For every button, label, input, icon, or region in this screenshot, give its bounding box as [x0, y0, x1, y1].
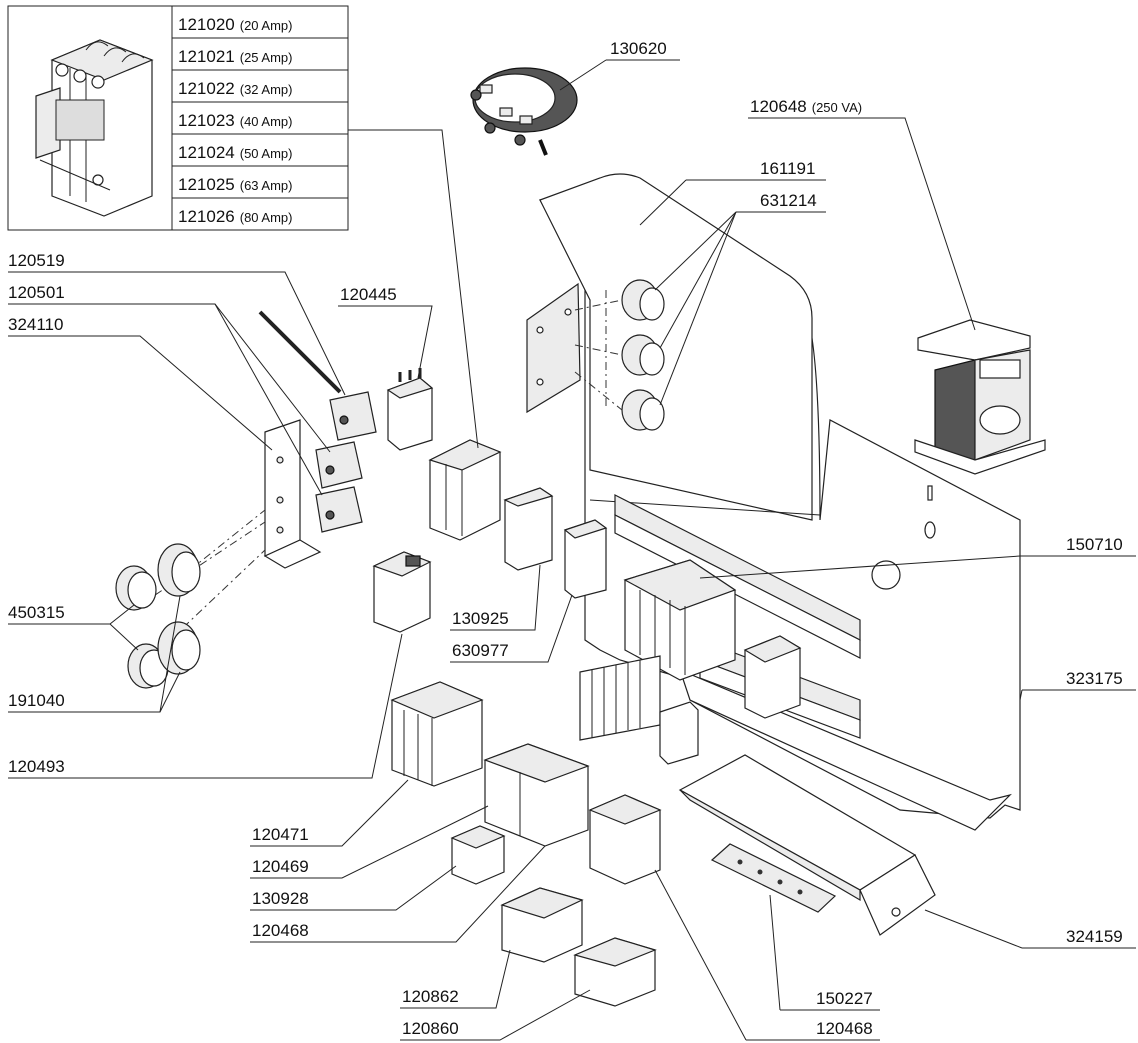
breaker-rating-5: (50 Amp) — [240, 146, 293, 161]
label-191040: 191040 — [8, 691, 65, 710]
label-120519: 120519 — [8, 251, 65, 270]
svg-text:121021(25 Amp): 121021 (25 Amp) — [178, 47, 292, 66]
thermostat-120501-b — [315, 486, 363, 533]
label-120648-note: (250 VA) — [812, 100, 862, 115]
thermostat-120501-a — [315, 441, 363, 489]
callout-labels: 130620 120648 (250 VA) 161191 631214 1205… — [8, 39, 1123, 1038]
leader-lines — [8, 59, 1136, 1041]
label-120469: 120469 — [252, 857, 309, 876]
thermostat-120519 — [258, 310, 377, 441]
svg-text:121020(20 Amp): 121020 (20 Amp) — [178, 15, 292, 34]
label-120501: 120501 — [8, 283, 65, 302]
breaker-code-2: 121021 — [178, 47, 235, 66]
overload-relay-120860 — [573, 937, 657, 1007]
knob-450315 — [115, 565, 169, 689]
label-130620: 130620 — [610, 39, 667, 58]
svg-text:121023(40 Amp): 121023 (40 Amp) — [178, 111, 292, 130]
contactor-120469 — [483, 743, 590, 847]
label-130925: 130925 — [452, 609, 509, 628]
label-323175: 323175 — [1066, 669, 1123, 688]
breaker-rating-7: (80 Amp) — [240, 210, 293, 225]
breaker-table: 121020 (20 Amp) 121021 (25 Amp) 121022 (32 … — [7, 5, 349, 231]
label-130928: 130928 — [252, 889, 309, 908]
breaker-code-5: 121024 — [178, 143, 235, 162]
svg-text:120648(250 VA): 120648 (250 VA) — [750, 97, 862, 116]
label-150227: 150227 — [816, 989, 873, 1008]
breaker-rating-1: (20 Amp) — [240, 18, 293, 33]
label-120445: 120445 — [340, 285, 397, 304]
din-rail-upper — [614, 494, 861, 659]
svg-text:121024(50 Amp): 121024 (50 Amp) — [178, 143, 292, 162]
label-120648: 120648 — [750, 97, 807, 116]
contactor-120468-b — [588, 794, 662, 885]
overload-relay-120862 — [500, 887, 584, 963]
thermostat-bracket-324110 — [263, 419, 322, 569]
terminal-blocks-150710 — [623, 559, 802, 719]
power-supply-120493 — [372, 551, 432, 633]
mounting-bracket — [526, 282, 581, 414]
breaker-code-6: 121025 — [178, 175, 235, 194]
breaker-rating-3: (32 Amp) — [240, 82, 293, 97]
terminal-bar-150227 — [710, 843, 837, 913]
label-120493: 120493 — [8, 757, 65, 776]
label-161191: 161191 — [760, 159, 815, 178]
label-120471: 120471 — [252, 825, 309, 844]
breaker-code-4: 121023 — [178, 111, 235, 130]
breaker-rating-6: (63 Amp) — [240, 178, 293, 193]
aux-contact-130928 — [450, 825, 506, 885]
transformer-120648 — [914, 319, 1046, 475]
label-324159: 324159 — [1066, 927, 1123, 946]
label-120862: 120862 — [402, 987, 459, 1006]
label-324110: 324110 — [8, 315, 63, 334]
label-630977: 630977 — [452, 641, 509, 660]
terminal-strip — [579, 655, 699, 765]
breaker-code-7: 121026 — [178, 207, 235, 226]
breaker-rating-2: (25 Amp) — [240, 50, 293, 65]
label-120860: 120860 — [402, 1019, 459, 1038]
breaker-121023 — [428, 439, 502, 541]
module-130925 — [503, 487, 554, 571]
label-120468-a: 120468 — [252, 921, 309, 940]
label-450315: 450315 — [8, 603, 65, 622]
selector-switch-130620 — [470, 67, 578, 156]
svg-text:121026(80 Amp): 121026 (80 Amp) — [178, 207, 292, 226]
breaker-rating-4: (40 Amp) — [240, 114, 293, 129]
breaker-code-1: 121020 — [178, 15, 235, 34]
svg-text:121022(32 Amp): 121022 (32 Amp) — [178, 79, 292, 98]
bottom-tray-324159 — [678, 754, 936, 936]
breaker-code-3: 121022 — [178, 79, 235, 98]
label-631214: 631214 — [760, 191, 817, 210]
label-150710: 150710 — [1066, 535, 1123, 554]
svg-text:121025(63 Amp): 121025 (63 Amp) — [178, 175, 292, 194]
grommets-631214 — [574, 279, 665, 431]
module-630977 — [563, 519, 608, 599]
relay-120445 — [386, 368, 434, 451]
contactor-120471 — [390, 681, 484, 787]
label-120468-b: 120468 — [816, 1019, 873, 1038]
circuit-breaker-icon — [35, 39, 154, 217]
knob-base-191040 — [157, 543, 201, 675]
